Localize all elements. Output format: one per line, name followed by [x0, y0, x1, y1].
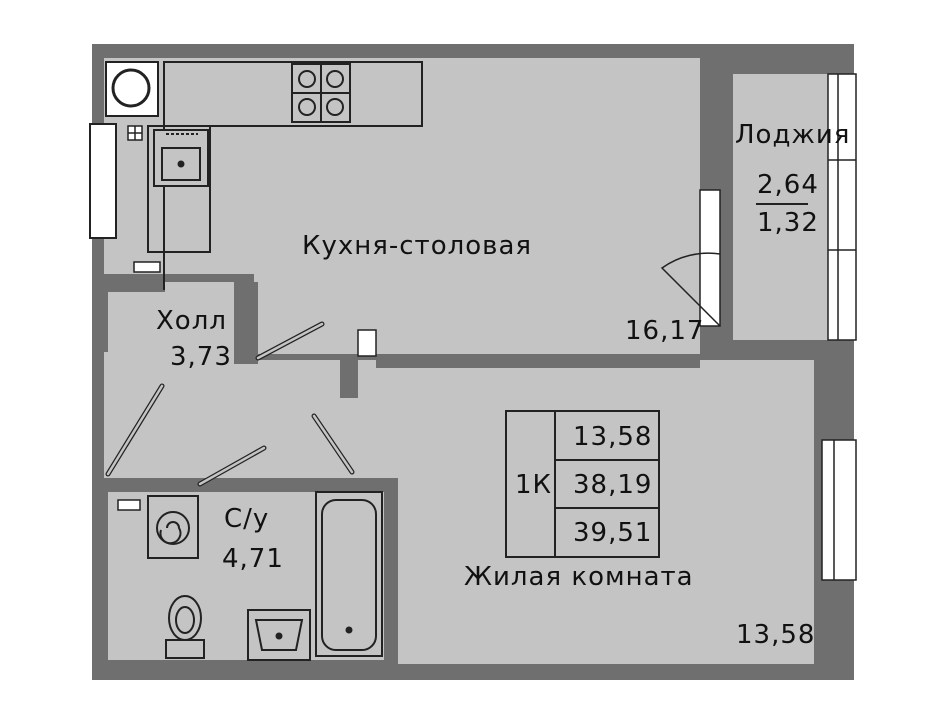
- living-name: Жилая комната: [464, 562, 694, 592]
- socket-icon: [127, 125, 143, 141]
- toilet-icon: [165, 595, 205, 659]
- kitchen-window: [89, 123, 117, 239]
- kitchen-sink-icon: [153, 129, 209, 187]
- table-divider-vertical: [554, 412, 556, 556]
- boiler-icon: [105, 61, 159, 117]
- washing-machine-icon: [147, 495, 199, 559]
- apartment-type: 1К: [515, 470, 553, 500]
- bathroom-name: С/у: [224, 504, 270, 534]
- loggia-window: [827, 73, 857, 341]
- table-divider-h1: [554, 459, 658, 461]
- table-divider-h2: [554, 507, 658, 509]
- radiator-icon: [133, 261, 161, 273]
- washbasin-icon: [247, 609, 311, 661]
- radiator-icon-3: [117, 499, 141, 511]
- loggia-floor: [733, 74, 829, 340]
- kitchen-area: 16,17: [625, 316, 705, 346]
- total-area-value: 38,19: [573, 470, 653, 500]
- floors: [104, 58, 829, 664]
- bathtub-icon: [315, 491, 383, 657]
- total-with-loggia-value: 39,51: [573, 518, 653, 548]
- living-floor: [392, 368, 814, 664]
- loggia-fraction-line: [756, 203, 808, 205]
- loggia-name: Лоджия: [735, 120, 851, 150]
- bathroom-area: 4,71: [222, 544, 284, 574]
- hall-floor: [104, 292, 234, 360]
- radiator-icon-2: [357, 329, 377, 357]
- loggia-door: [660, 189, 721, 327]
- living-window: [821, 439, 857, 581]
- living-area-value: 13,58: [573, 422, 653, 452]
- kitchen-name: Кухня-столовая: [302, 231, 533, 261]
- area-summary-table: 1К 13,58 38,19 39,51: [505, 410, 660, 558]
- stove-icon: [291, 63, 351, 123]
- loggia-area-full: 2,64: [757, 170, 819, 200]
- loggia-area-reduced: 1,32: [757, 208, 819, 238]
- hall-name: Холл: [156, 306, 227, 336]
- living-area: 13,58: [736, 620, 816, 650]
- door-leaves-inner: [106, 322, 354, 486]
- hall-area: 3,73: [170, 342, 232, 372]
